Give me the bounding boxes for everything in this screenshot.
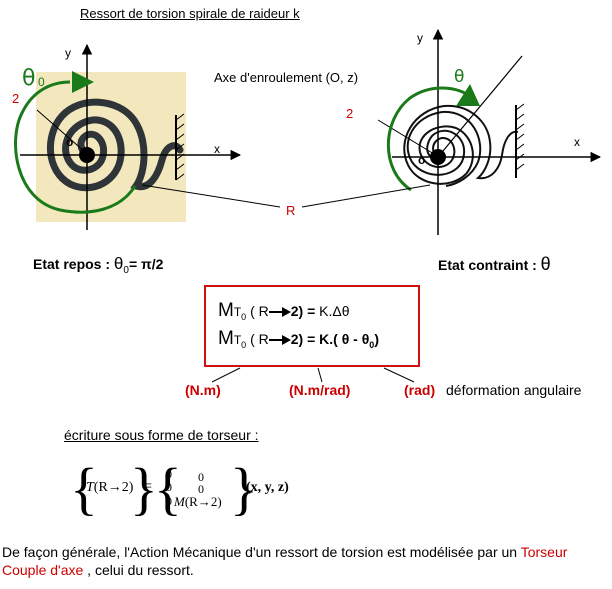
formula-line-1: MT0 ( R 2) = K.Δθ xyxy=(218,300,350,322)
moment-symbol: M xyxy=(218,300,234,321)
left-theta0-subscript: 0 xyxy=(38,75,45,89)
left-body-leader xyxy=(36,109,86,153)
unit-stiffness: (N.m/rad) xyxy=(289,382,351,398)
state-rest: Etat repos : θ0= π/2 xyxy=(33,254,163,276)
unit-radian: (rad) xyxy=(404,382,436,398)
right-theta-label: θ xyxy=(454,67,464,87)
winding-axis-label: Axe d'enroulement (O, z) xyxy=(214,70,359,85)
left-spiral-spring xyxy=(47,98,184,192)
matrix-left-brace-icon: { xyxy=(154,456,182,521)
torseur-expression: { T(R→2) } = { 0 0 0 0 0 M(R→2) } (x, y,… xyxy=(70,460,310,520)
line2-close: ) xyxy=(374,331,379,347)
state-rest-prefix: Etat repos : xyxy=(33,256,114,272)
spring-label: R xyxy=(286,203,295,218)
basis-vectors: (x, y, z) xyxy=(246,480,289,495)
right-theta-arc xyxy=(386,86,471,192)
right-spring-figure: y x o θ 2 xyxy=(346,28,602,235)
diagram-title: Ressort de torsion spirale de raideur k xyxy=(80,6,300,21)
right-theta-arrowhead xyxy=(456,84,480,106)
right-wall-support xyxy=(515,103,525,178)
spring-leader-right xyxy=(301,184,431,208)
conclusion-text-after: , celui du ressort. xyxy=(83,562,194,578)
left-theta0-arrowhead xyxy=(72,71,94,93)
torseur-heading: écriture sous forme de torseur : xyxy=(64,427,259,443)
left-body-label: 2 xyxy=(12,91,19,106)
matrix-right-brace-icon: } xyxy=(230,456,258,521)
state-strained-theta: θ xyxy=(540,254,551,274)
left-x-label: x xyxy=(214,142,220,156)
left-brace-icon: { xyxy=(70,456,98,521)
left-y-label: y xyxy=(65,46,71,60)
moment-symbol: M xyxy=(218,328,234,349)
arrow-icon xyxy=(268,307,291,318)
spring-diagram: y x o θ 0 2 xyxy=(12,28,602,235)
t0-symbol: T xyxy=(233,305,242,319)
matrix-r3c1: 0 xyxy=(166,494,172,508)
state-strained: Etat contraint : θ xyxy=(438,254,551,275)
unit-newton-meter: (N.m) xyxy=(185,382,221,398)
arrow-icon xyxy=(268,335,291,346)
conclusion-text: De façon générale, l'Action Mécanique d'… xyxy=(2,543,608,579)
state-rest-value: = π/2 xyxy=(128,256,164,272)
left-wall-support xyxy=(175,113,185,181)
conclusion-highlight: Torseur Couple d'axe xyxy=(2,544,568,578)
right-spiral-spring xyxy=(403,104,519,185)
state-strained-prefix: Etat contraint : xyxy=(438,257,541,273)
matrix-r1c1: 0 xyxy=(166,467,172,481)
line1-rhs: K.Δθ xyxy=(319,303,350,319)
right-body-label: 2 xyxy=(346,106,353,121)
right-spiral-spring-inner xyxy=(406,110,482,187)
matrix-r1c2: 0 xyxy=(198,470,204,484)
torseur-lhs: T(R→2) xyxy=(86,480,134,495)
body-and-equals: 2) = xyxy=(290,331,320,347)
body-and-equals: 2) = xyxy=(290,303,320,319)
right-origin-label: o xyxy=(418,153,425,167)
t0-symbol: T xyxy=(233,333,242,347)
line2-rhs: K.( θ - θ xyxy=(319,331,370,347)
paren-open: ( R xyxy=(246,303,269,319)
t0-subscript: 0 xyxy=(241,339,247,350)
t0-subscript: 0 xyxy=(241,311,247,322)
right-brace-icon: } xyxy=(130,456,158,521)
photo-background xyxy=(36,72,186,222)
angular-deformation-label: déformation angulaire xyxy=(446,382,582,398)
right-theta-reference-line xyxy=(437,55,523,158)
paren-open: ( R xyxy=(246,331,269,347)
state-rest-theta: θ xyxy=(113,254,124,273)
left-theta0-arc xyxy=(14,80,137,214)
matrix-r2c2: 0 xyxy=(198,482,204,496)
matrix-r2c1: 0 xyxy=(166,480,172,494)
right-body-leader xyxy=(377,119,435,155)
unit-leaders xyxy=(211,367,415,383)
equals-sign: = xyxy=(143,478,153,495)
right-y-label: y xyxy=(417,31,423,45)
right-x-label: x xyxy=(574,135,580,149)
spring-leader-left xyxy=(141,184,281,208)
left-spring-figure: y x o θ 0 2 xyxy=(12,43,242,230)
line2-subscript: 0 xyxy=(369,339,375,350)
matrix-r3c2: M(R→2) xyxy=(174,494,222,509)
left-origin-label: o xyxy=(66,135,73,149)
state-rest-sub: 0 xyxy=(123,264,129,276)
left-theta0-label: θ xyxy=(22,66,35,91)
conclusion-text-before: De façon générale, l'Action Mécanique d'… xyxy=(2,544,521,560)
